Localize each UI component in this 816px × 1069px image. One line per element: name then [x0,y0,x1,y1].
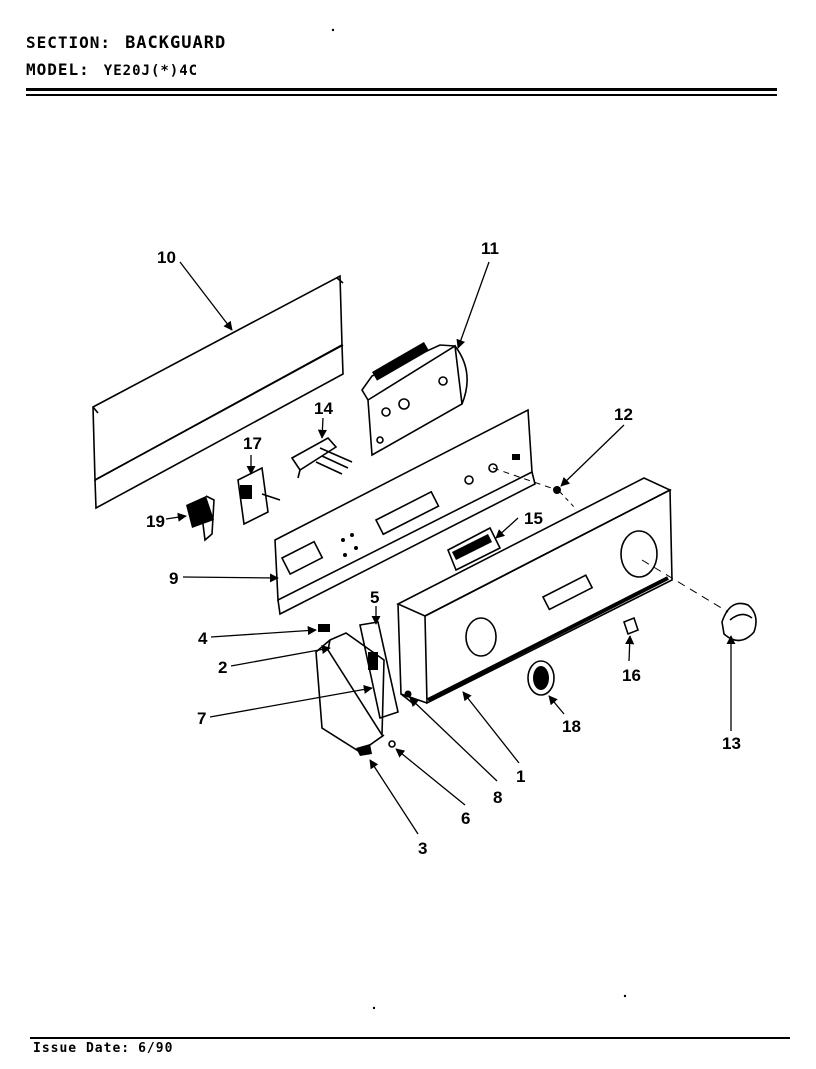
knob-insert-part [623,616,639,636]
callout-9: 9 [169,569,178,588]
issue-date-label: Issue Date: [33,1041,131,1056]
explode-line [492,467,558,491]
callout-19: 19 [146,512,165,531]
callout-2: 2 [218,658,227,677]
callout-11: 11 [481,239,499,258]
callout-7: 7 [197,709,206,728]
model-heading: MODEL: YE20J(*)4C [26,60,198,79]
callout-5: 5 [370,588,379,607]
timer-part [361,342,468,457]
footer-rule [30,1037,790,1039]
header-rule-thick [26,88,777,91]
footer: Issue Date: 6/90 [33,1041,173,1056]
explode-line [641,559,729,613]
clip-part [318,624,330,632]
push-switch-part [237,466,281,526]
callout-10: 10 [157,248,176,267]
model-value: YE20J(*)4C [103,63,199,79]
header-rule-thin [26,94,777,96]
section-label: SECTION: [26,33,112,52]
screw-part [388,740,396,748]
trim-strip-part [359,621,399,720]
screw-8-part [404,690,412,698]
issue-date-value: 6/90 [138,1041,174,1056]
section-value: BACKGUARD [125,33,227,53]
control-panel-plate-part [274,408,536,616]
knob-18-part [527,660,555,696]
callout-16: 16 [622,666,641,685]
callout-17: 17 [243,434,262,453]
callout-13: 13 [722,734,741,753]
section-heading: SECTION: BACKGUARD [26,33,226,53]
callout-1: 1 [516,767,525,786]
callout-6: 6 [461,809,470,828]
callout-15: 15 [524,509,543,528]
knob-13-part [721,602,757,642]
model-label: MODEL: [26,60,90,79]
callout-3: 3 [418,839,427,858]
explode-line [559,491,576,509]
callout-8: 8 [493,788,502,807]
callout-12: 12 [614,405,633,424]
display-board-part [446,526,502,572]
callout-18: 18 [562,717,581,736]
bracket-part [356,744,372,756]
backguard-cover-part [92,274,344,510]
callout-14: 14 [314,399,333,418]
leader-lines [165,261,736,835]
switch-part [290,436,353,479]
indicator-light-part [186,495,215,542]
callout-4: 4 [198,629,208,648]
